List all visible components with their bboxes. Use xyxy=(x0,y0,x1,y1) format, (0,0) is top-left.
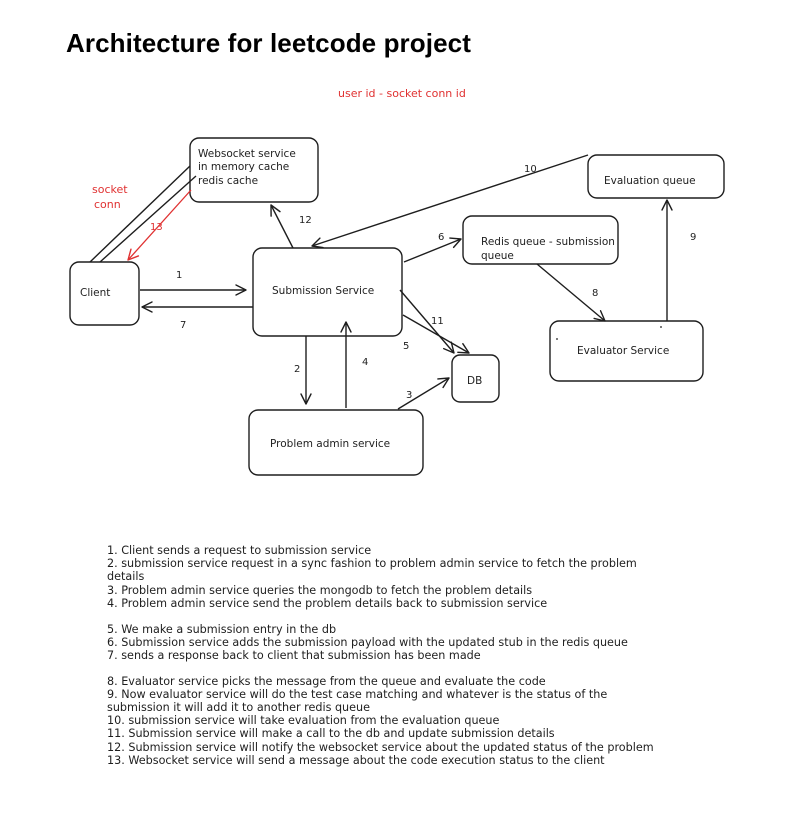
websocket-service-node: Websocket service in memory cache redis … xyxy=(189,137,319,203)
edge-12-arrow xyxy=(270,204,294,249)
redis-queue-node: Redis queue - submission queue xyxy=(462,215,619,265)
edge-11-label: 11 xyxy=(431,316,444,327)
edge-13-arrow xyxy=(127,189,192,261)
svg-text:Problem admin service: Problem admin service xyxy=(270,438,390,450)
socket-conn-label-line1: socket xyxy=(92,183,128,196)
note-line: 1. Client sends a request to submission … xyxy=(107,544,372,557)
svg-text:Redis queue - submission: Redis queue - submission xyxy=(481,236,615,248)
edge-8-arrow xyxy=(536,263,606,322)
notes-list: 1. Client sends a request to submission … xyxy=(107,544,667,780)
note-line: 7. sends a response back to client that … xyxy=(107,648,481,662)
notes-group: 8. Evaluator service picks the message f… xyxy=(107,675,667,767)
note-line: 12. Submission service will notify the w… xyxy=(107,740,654,754)
notes-group: 5. We make a submission entry in the db … xyxy=(107,623,667,663)
svg-text:Client: Client xyxy=(80,287,110,299)
submission-service-node: Submission Service xyxy=(252,247,403,337)
note-line: 3. Problem admin service queries the mon… xyxy=(107,583,533,597)
notes-group: 1. Client sends a request to submission … xyxy=(107,544,667,610)
edge-1-label: 1 xyxy=(176,270,182,281)
edge-5-arrow xyxy=(399,289,455,354)
edge-13-label: 13 xyxy=(150,222,163,233)
note-line: 8. Evaluator service picks the message f… xyxy=(107,674,546,688)
note-line: 10. submission service will take evaluat… xyxy=(107,714,500,728)
edge-7-label: 7 xyxy=(180,320,186,331)
edge-10-label: 10 xyxy=(524,164,537,175)
db-node: DB xyxy=(451,354,500,403)
edge-3-arrow xyxy=(397,377,450,410)
note-line: 6. Submission service adds the submissio… xyxy=(107,635,628,649)
page-title: Architecture for leetcode project xyxy=(66,28,471,58)
svg-text:redis cache: redis cache xyxy=(198,175,258,187)
edge-10-arrow xyxy=(311,154,589,249)
svg-text:Evaluation queue: Evaluation queue xyxy=(604,175,696,187)
svg-text:Websocket service: Websocket service xyxy=(198,148,296,160)
mapping-note: user id - socket conn id xyxy=(338,87,466,100)
edge-6-label: 6 xyxy=(438,232,444,243)
note-line: 2. submission service request in a sync … xyxy=(107,557,637,584)
problem-admin-service-node: Problem admin service xyxy=(248,409,424,476)
edge-6-arrow xyxy=(403,237,462,263)
svg-text:DB: DB xyxy=(467,375,482,387)
edge-5-label: 5 xyxy=(403,341,409,352)
socket-connection-line xyxy=(89,165,197,263)
evaluation-queue-node: Evaluation queue xyxy=(587,154,725,199)
note-line: 9. Now evaluator service will do the tes… xyxy=(107,687,608,715)
edge-4-label: 4 xyxy=(362,357,368,368)
edge-2-label: 2 xyxy=(294,364,300,375)
client-node: Client xyxy=(69,261,140,326)
socket-conn-label-line2: conn xyxy=(94,198,121,211)
edge-8-label: 8 xyxy=(592,288,598,299)
edge-12-label: 12 xyxy=(299,215,312,226)
edge-3-label: 3 xyxy=(406,390,412,401)
svg-text:in memory cache: in memory cache xyxy=(198,161,289,173)
note-line: 5. We make a submission entry in the db xyxy=(107,622,337,636)
svg-text:Evaluator Service: Evaluator Service xyxy=(577,345,669,357)
svg-text:queue: queue xyxy=(481,250,514,262)
edge-9-label: 9 xyxy=(690,232,696,243)
svg-text:Submission Service: Submission Service xyxy=(272,285,374,297)
note-line: 4. Problem admin service send the proble… xyxy=(107,596,548,610)
evaluator-service-node: Evaluator Service xyxy=(549,320,704,382)
note-line: 13. Websocket service will send a messag… xyxy=(107,753,605,767)
note-line: 11. Submission service will make a call … xyxy=(107,727,555,741)
edge-11-arrow xyxy=(402,314,470,354)
